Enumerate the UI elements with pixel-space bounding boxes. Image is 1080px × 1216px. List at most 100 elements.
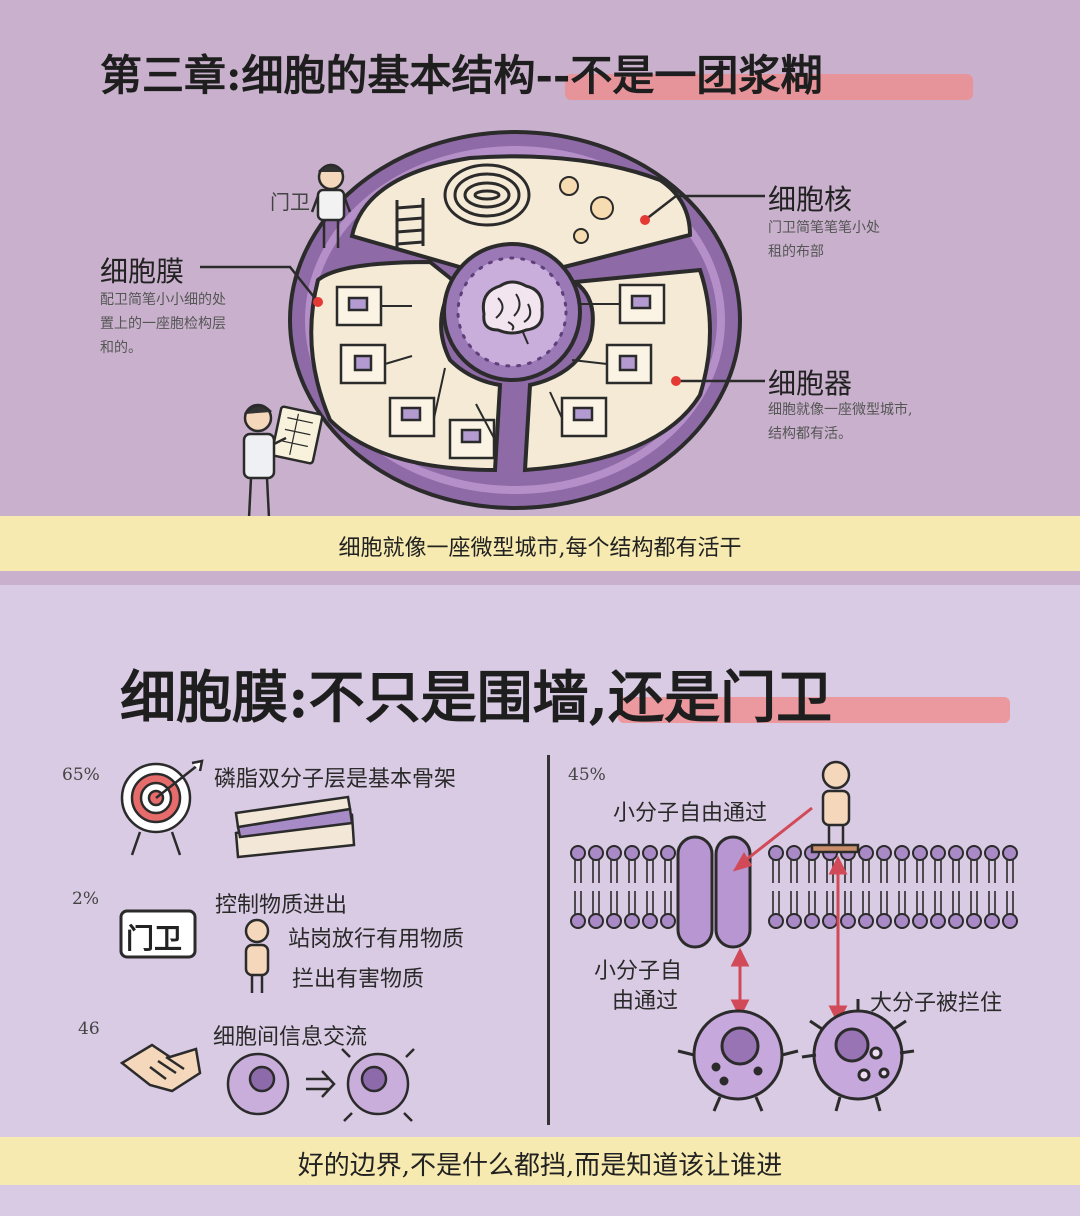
lipid-tail	[790, 891, 798, 914]
lipid-head	[966, 913, 982, 929]
lipid-head	[570, 845, 586, 861]
lipid-head	[660, 913, 676, 929]
lipid-head	[804, 913, 820, 929]
chapter-title: 第三章:细胞的基本结构--不是一团浆糊	[100, 51, 823, 100]
lipid-tail	[646, 891, 654, 914]
summary-band	[0, 516, 1080, 571]
lipid-tail	[826, 891, 834, 914]
nucleus-label: 细胞核	[768, 183, 853, 216]
lipid-tail	[952, 860, 960, 883]
left-icons	[119, 759, 415, 1122]
lipid-head	[984, 913, 1000, 929]
large-molecule-cell	[801, 999, 915, 1112]
lipid-head	[768, 845, 784, 861]
lipid-tail	[574, 860, 582, 883]
handshake-icon	[119, 1043, 202, 1093]
chapter-panel: 第三章:细胞的基本结构--不是一团浆糊	[0, 0, 1080, 585]
lipid-tail	[988, 860, 996, 883]
lipid-tail	[916, 891, 924, 914]
lipid-head	[768, 913, 784, 929]
lipid-head	[840, 913, 856, 929]
lipid-head	[642, 913, 658, 929]
lipid-head	[588, 913, 604, 929]
lipid-head	[822, 913, 838, 929]
standing-person	[810, 760, 860, 854]
lipid-head	[876, 913, 892, 929]
lipid-head	[894, 913, 910, 929]
gate-badge-text: 门卫	[126, 922, 183, 955]
lipid-tail	[610, 860, 618, 883]
lipid-head	[858, 845, 874, 861]
membrane-label: 细胞膜	[100, 255, 185, 288]
bottom-summary-text: 好的边界,不是什么都挡,而是知道该让谁进	[297, 1151, 783, 1181]
lipid-tail	[610, 891, 618, 914]
lipid-head	[948, 845, 964, 861]
target-icon	[120, 759, 204, 856]
lipid-tail	[808, 891, 816, 914]
item-3-pct: 46	[78, 1019, 100, 1039]
lipid-tail	[952, 891, 960, 914]
lipid-tail	[592, 860, 600, 883]
lipid-tail	[916, 860, 924, 883]
lipid-tail	[934, 860, 942, 883]
lipid-tail	[1006, 860, 1014, 883]
lipid-head	[984, 845, 1000, 861]
lipid-tail	[772, 891, 780, 914]
lipid-tail	[844, 891, 852, 914]
lipid-head	[606, 845, 622, 861]
guard-figure	[310, 163, 352, 248]
lipid-tail	[898, 860, 906, 883]
lipid-head	[876, 845, 892, 861]
lipid-head	[1002, 913, 1018, 929]
lipid-tail	[574, 891, 582, 914]
lipid-tail	[808, 860, 816, 883]
lipid-tail	[862, 891, 870, 914]
lipid-head	[930, 845, 946, 861]
lipid-tail	[934, 891, 942, 914]
lipid-tail	[790, 860, 798, 883]
membrane-diagram	[570, 760, 1018, 1112]
lipid-tail	[1006, 891, 1014, 914]
lipid-tail	[664, 891, 672, 914]
brain-icon	[481, 280, 544, 345]
lipid-tail	[880, 891, 888, 914]
item-1-text: 磷脂双分子层是基本骨架	[214, 767, 457, 792]
summary-text: 细胞就像一座微型城市,每个结构都有活干	[338, 536, 742, 561]
lipid-tail	[970, 860, 978, 883]
cell-diagram	[200, 130, 765, 519]
column-divider	[547, 755, 550, 1125]
guard-label: 门卫	[270, 190, 310, 214]
vesicles-icon	[559, 176, 614, 244]
lipid-tail	[664, 860, 672, 883]
lipid-head	[642, 845, 658, 861]
lipid-head	[930, 913, 946, 929]
right-pct: 45%	[568, 765, 606, 785]
left-label: 小分子自 由通过	[594, 959, 683, 1014]
lipid-head	[570, 913, 586, 929]
title-highlight	[618, 697, 1010, 723]
item-2-sub-2: 拦出有害物质	[292, 967, 425, 992]
signal-cells-icon	[226, 1048, 415, 1122]
arrows	[730, 806, 848, 1025]
lipid-head	[660, 845, 676, 861]
lipid-tail	[880, 860, 888, 883]
lipid-tail	[628, 860, 636, 883]
channel-protein	[676, 835, 752, 949]
top-label: 小分子自由通过	[613, 801, 768, 826]
bottom-summary-band	[0, 1137, 1080, 1185]
lipid-tail	[772, 860, 780, 883]
item-2-pct: 2%	[72, 889, 99, 909]
lipid-head	[606, 913, 622, 929]
lipid-head	[624, 913, 640, 929]
lipid-tail	[970, 891, 978, 914]
nucleus-desc: 门卫简笔笔笔小处租的布部	[768, 220, 880, 260]
lipid-bilayer	[570, 845, 1018, 929]
lipid-head	[912, 845, 928, 861]
lipid-head	[894, 845, 910, 861]
lipid-tail	[646, 860, 654, 883]
lipid-tail	[862, 860, 870, 883]
person-with-chart	[242, 403, 324, 519]
lipid-head	[948, 913, 964, 929]
small-person-icon	[244, 918, 270, 993]
lipid-head	[624, 845, 640, 861]
